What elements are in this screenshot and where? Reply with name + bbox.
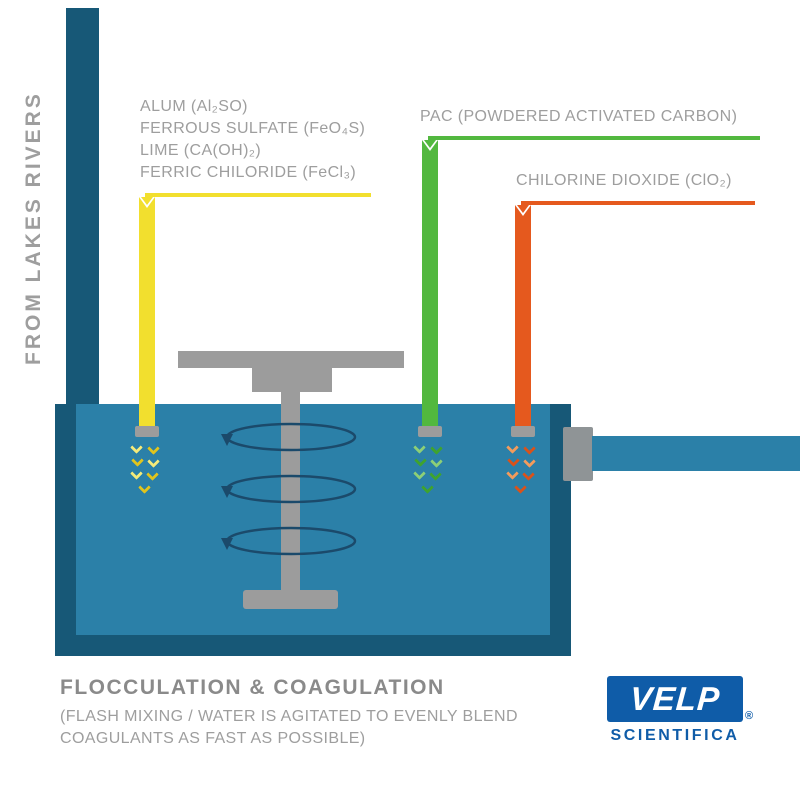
chevron-icon xyxy=(131,454,144,467)
chevron-icon xyxy=(414,454,427,467)
chevron-icon xyxy=(146,468,159,481)
coagulant-label-ferric-chloride: FERRIC CHILORIDE (FeCl₃) xyxy=(140,164,357,181)
velp-logo: VELP xyxy=(607,676,743,722)
chevron-icon xyxy=(421,481,434,494)
coagulant-label-lime: LIME (CA(OH)₂) xyxy=(140,142,262,159)
chlorine-pipe xyxy=(515,205,531,428)
coagulant-label-ferrous-sulfate: FERROUS SULFATE (FeO₄S) xyxy=(140,120,366,137)
velp-wordmark: VELP xyxy=(628,680,722,717)
process-title: FLOCCULATION & COAGULATION xyxy=(60,676,445,699)
chlorine-arrow-icon xyxy=(517,205,529,213)
coagulant-arrow-icon xyxy=(141,197,153,205)
pac-pipe xyxy=(422,140,438,428)
chevron-icon xyxy=(523,442,536,455)
chevron-icon xyxy=(138,481,151,494)
inlet-pipe xyxy=(66,8,99,432)
chevron-icon xyxy=(147,442,160,455)
chlorine-label: CHILORINE DIOXIDE (ClO₂) xyxy=(516,172,732,189)
chevron-icon xyxy=(413,441,426,454)
process-subtitle-line2: COAGULANTS AS FAST AS POSSIBLE) xyxy=(60,730,366,747)
chevron-icon xyxy=(147,455,160,468)
coagulant-feed-line xyxy=(145,193,371,197)
coagulant-nozzle xyxy=(135,426,159,437)
coagulant-labels: ALUM (Al₂SO) FERROUS SULFATE (FeO₄S) LIM… xyxy=(140,96,365,184)
coagulant-label-alum: ALUM (Al₂SO) xyxy=(140,98,248,115)
chevron-icon xyxy=(130,467,143,480)
chevron-icon xyxy=(507,454,520,467)
mixer-impeller xyxy=(243,590,338,609)
pac-droplets xyxy=(413,441,447,495)
chlorine-nozzle xyxy=(511,426,535,437)
chevron-icon xyxy=(130,441,143,454)
outlet-pipe xyxy=(592,436,800,471)
mixer-shaft xyxy=(281,368,300,596)
coagulant-pipe xyxy=(139,197,155,428)
process-subtitle-line1: (FLASH MIXING / WATER IS AGITATED TO EVE… xyxy=(60,708,518,725)
chlorine-feed-line xyxy=(521,201,755,205)
chevron-icon xyxy=(429,468,442,481)
coagulant-droplets xyxy=(130,441,164,495)
chevron-icon xyxy=(523,455,536,468)
chlorine-droplets xyxy=(506,441,540,495)
chevron-icon xyxy=(522,468,535,481)
chevron-icon xyxy=(430,455,443,468)
chevron-icon xyxy=(430,442,443,455)
mixer-support-bar xyxy=(178,351,404,368)
outlet-connector xyxy=(563,427,593,481)
pac-arrow-icon xyxy=(424,140,436,148)
source-label: FROM LAKES RIVERS xyxy=(22,91,45,365)
chevron-icon xyxy=(506,467,519,480)
pac-label: PAC (POWDERED ACTIVATED CARBON) xyxy=(420,108,738,125)
chevron-icon xyxy=(514,481,527,494)
chevron-icon xyxy=(413,467,426,480)
chevron-icon xyxy=(506,441,519,454)
velp-subtitle: SCIENTIFICA xyxy=(610,727,740,744)
pac-feed-line xyxy=(428,136,760,140)
registered-mark: ® xyxy=(745,710,754,722)
pac-nozzle xyxy=(418,426,442,437)
